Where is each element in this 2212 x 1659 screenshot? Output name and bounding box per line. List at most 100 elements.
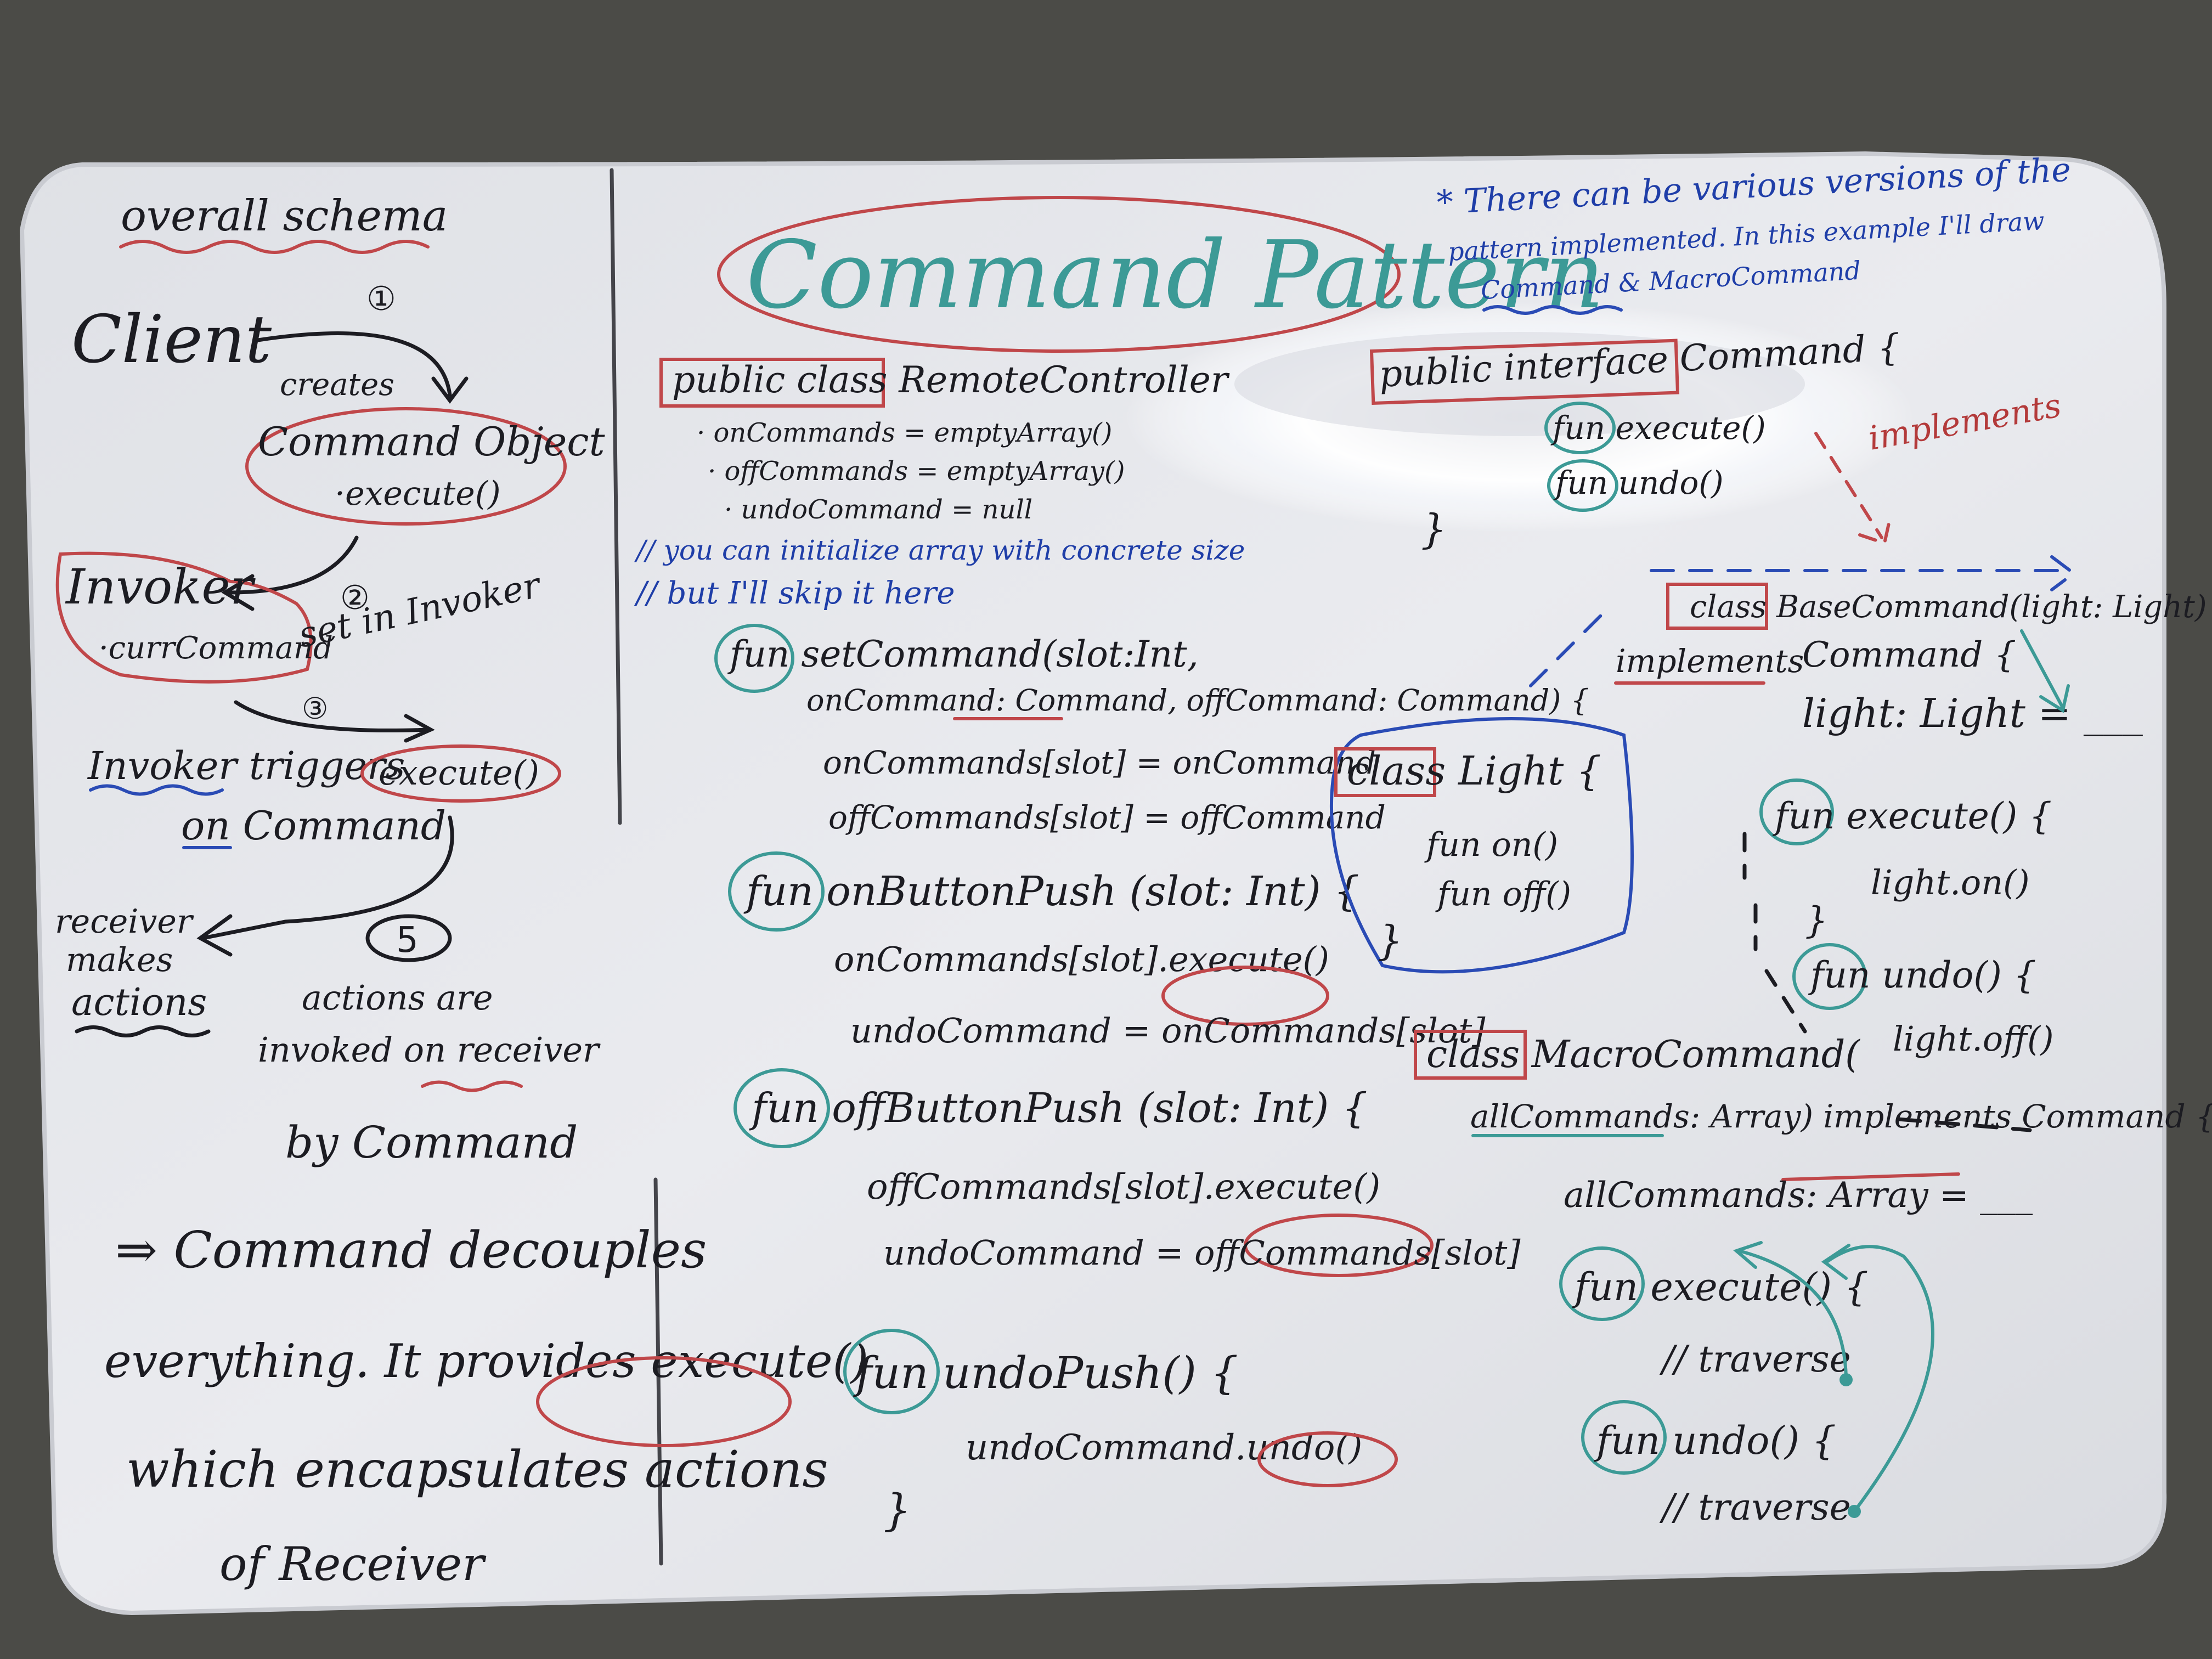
set-command-line-4: offCommands[slot] = offCommand: [828, 799, 1386, 836]
undo-ellipse: [1257, 1431, 1398, 1487]
macro-command-line-4: fun execute() {: [1572, 1265, 1869, 1310]
base-command-line-2: Command {: [1802, 635, 2016, 675]
dashed-line-base-to-light: [1650, 555, 2076, 591]
fun-circle-undo-push: [843, 1329, 940, 1414]
base-command-line-6: }: [1805, 899, 1828, 941]
invoked-on-receiver-label: invoked on receiver: [258, 1030, 601, 1070]
class-box-base: [1666, 583, 1768, 630]
invoker-label: Invoker: [65, 558, 256, 615]
teal-arrow-light: [2020, 629, 2070, 713]
fun-circle-base-exec: [1759, 778, 1834, 845]
implements-black-label: implements: [1616, 642, 1804, 680]
receiver-line-3: actions: [71, 981, 207, 1024]
conclusion-line-1: ⇒ Command decouples: [115, 1221, 707, 1279]
public-class-box: [659, 358, 885, 408]
implements-macro-underline: [1781, 1172, 1960, 1181]
comment-skip: // but I'll skip it here: [634, 575, 955, 611]
receiver-underline: [75, 1025, 211, 1037]
client-label: Client: [71, 302, 272, 378]
fun-circle-on-push: [728, 851, 825, 932]
base-command-line-4: fun execute() {: [1772, 795, 2052, 837]
command-execute-label: ·execute(): [335, 475, 501, 513]
base-command-line-5: light.on(): [1871, 862, 2030, 902]
fun-circle-base-undo: [1792, 943, 1867, 1010]
actions-are-label: actions are: [302, 978, 493, 1018]
fun-circle-macro-exec: [1559, 1246, 1645, 1321]
command-object-label: Command Object: [258, 419, 606, 465]
arrow-client-to-command: [256, 331, 469, 404]
invoker-blob: [55, 551, 313, 684]
receiver-line-1: receiver: [55, 902, 194, 941]
invoker-underline: [89, 784, 224, 796]
interface-undo: fun undo(): [1553, 464, 1724, 501]
base-command-line-8: light.off(): [1893, 1019, 2054, 1059]
teal-arrow-traverse-undo: [1821, 1244, 1934, 1513]
divider-line-2: [653, 1177, 663, 1566]
interface-close: }: [1421, 506, 1447, 553]
execute-ellipse-on: [1161, 966, 1329, 1026]
step-1-marker: ①: [366, 280, 396, 318]
comment-initialize: // you can initialize array with concret…: [634, 534, 1245, 566]
on-push-line-2: onCommands[slot].execute(): [834, 939, 1329, 979]
set-command-line-3: onCommands[slot] = onCommand: [823, 744, 1376, 781]
fun-circle-off-push: [733, 1068, 830, 1148]
light-class-line-4: }: [1377, 917, 1403, 964]
field-off-commands: · offCommands = emptyArray(): [708, 456, 1125, 487]
class-box-light: [1334, 747, 1436, 797]
light-class-line-3: fun off(): [1435, 875, 1571, 913]
receiver-squiggle: [421, 1080, 523, 1092]
dashed-link-light: [1529, 613, 1604, 687]
off-push-line-1: fun offButtonPush (slot: Int) {: [749, 1085, 1368, 1132]
command-pattern-title: Command Pattern: [746, 221, 1605, 330]
base-command-line-7: fun undo() {: [1808, 954, 2036, 996]
execute-ellipse-left: [360, 744, 561, 803]
glare-core: [1234, 332, 1805, 436]
note-underline: [1482, 305, 1623, 315]
execute-ellipse-conclusion: [536, 1356, 792, 1447]
conclusion-line-2: everything. It provides execute(): [104, 1334, 868, 1388]
arrow-to-receiver: [196, 815, 454, 957]
step-2-marker: ②: [340, 579, 370, 617]
conclusion-line-4: of Receiver: [219, 1537, 487, 1591]
macro-command-line-1: class MacroCommand(: [1426, 1033, 1860, 1076]
teal-dot-exec: [1839, 1373, 1853, 1386]
step-3-marker: ③: [302, 691, 328, 726]
fun-circle-iface-undo: [1547, 459, 1618, 512]
invoker-triggers-label: Invoker triggers: [87, 743, 405, 788]
implements-dashed-arrow: [1814, 432, 1892, 545]
receiver-line-2: makes: [66, 941, 173, 979]
macro-command-line-3: allCommands: Array = ___: [1564, 1175, 2033, 1216]
arrow-invoker-step3: [234, 700, 435, 743]
set-command-line-1: fun setCommand(slot:Int,: [727, 633, 1199, 675]
class-box-macro: [1414, 1030, 1527, 1080]
title-ellipse: [717, 196, 1401, 353]
public-interface-box: [1369, 338, 1680, 405]
divider-line-1: [610, 168, 622, 825]
macro-command-line-6: fun undo() {: [1594, 1418, 1836, 1463]
step-5-circle: [365, 914, 452, 962]
macro-command-line-5: // traverse: [1659, 1338, 1851, 1380]
off-push-line-2: offCommands[slot].execute(): [867, 1167, 1380, 1207]
fun-circle-macro-undo: [1581, 1400, 1667, 1475]
macro-command-line-2: allCommands: Array) implements Command {: [1470, 1098, 2212, 1135]
on-command-label: on Command: [181, 803, 446, 849]
step-5-marker: 5: [396, 920, 419, 961]
curr-command-label: ·currCommand: [99, 630, 333, 666]
undo-push-line-3: }: [883, 1485, 911, 1536]
off-push-line-3: undoCommand = offCommands[slot]: [883, 1233, 1521, 1273]
base-command-line-1: class BaseCommand(light: Light): [1690, 589, 2207, 625]
field-undo-command: · undoCommand = null: [724, 494, 1032, 525]
conclusion-line-3: which encapsulates actions: [126, 1440, 828, 1499]
on-push-line-1: fun onButtonPush (slot: Int) {: [743, 868, 1359, 915]
on-push-line-3: undoCommand = onCommands[slot]: [850, 1011, 1486, 1051]
light-blob: [1329, 717, 1634, 974]
by-command-label: by Command: [285, 1117, 578, 1168]
teal-arrow-traverse-exec: [1733, 1241, 1848, 1379]
heading-underline: [119, 240, 430, 254]
overall-schema-heading: overall schema: [121, 191, 448, 241]
field-on-commands: · onCommands = emptyArray(): [697, 417, 1112, 448]
dashed-macro-to-base: [1742, 832, 1807, 1034]
undo-push-line-1: fun undoPush() {: [853, 1347, 1238, 1398]
teal-dot-undo: [1848, 1505, 1861, 1518]
